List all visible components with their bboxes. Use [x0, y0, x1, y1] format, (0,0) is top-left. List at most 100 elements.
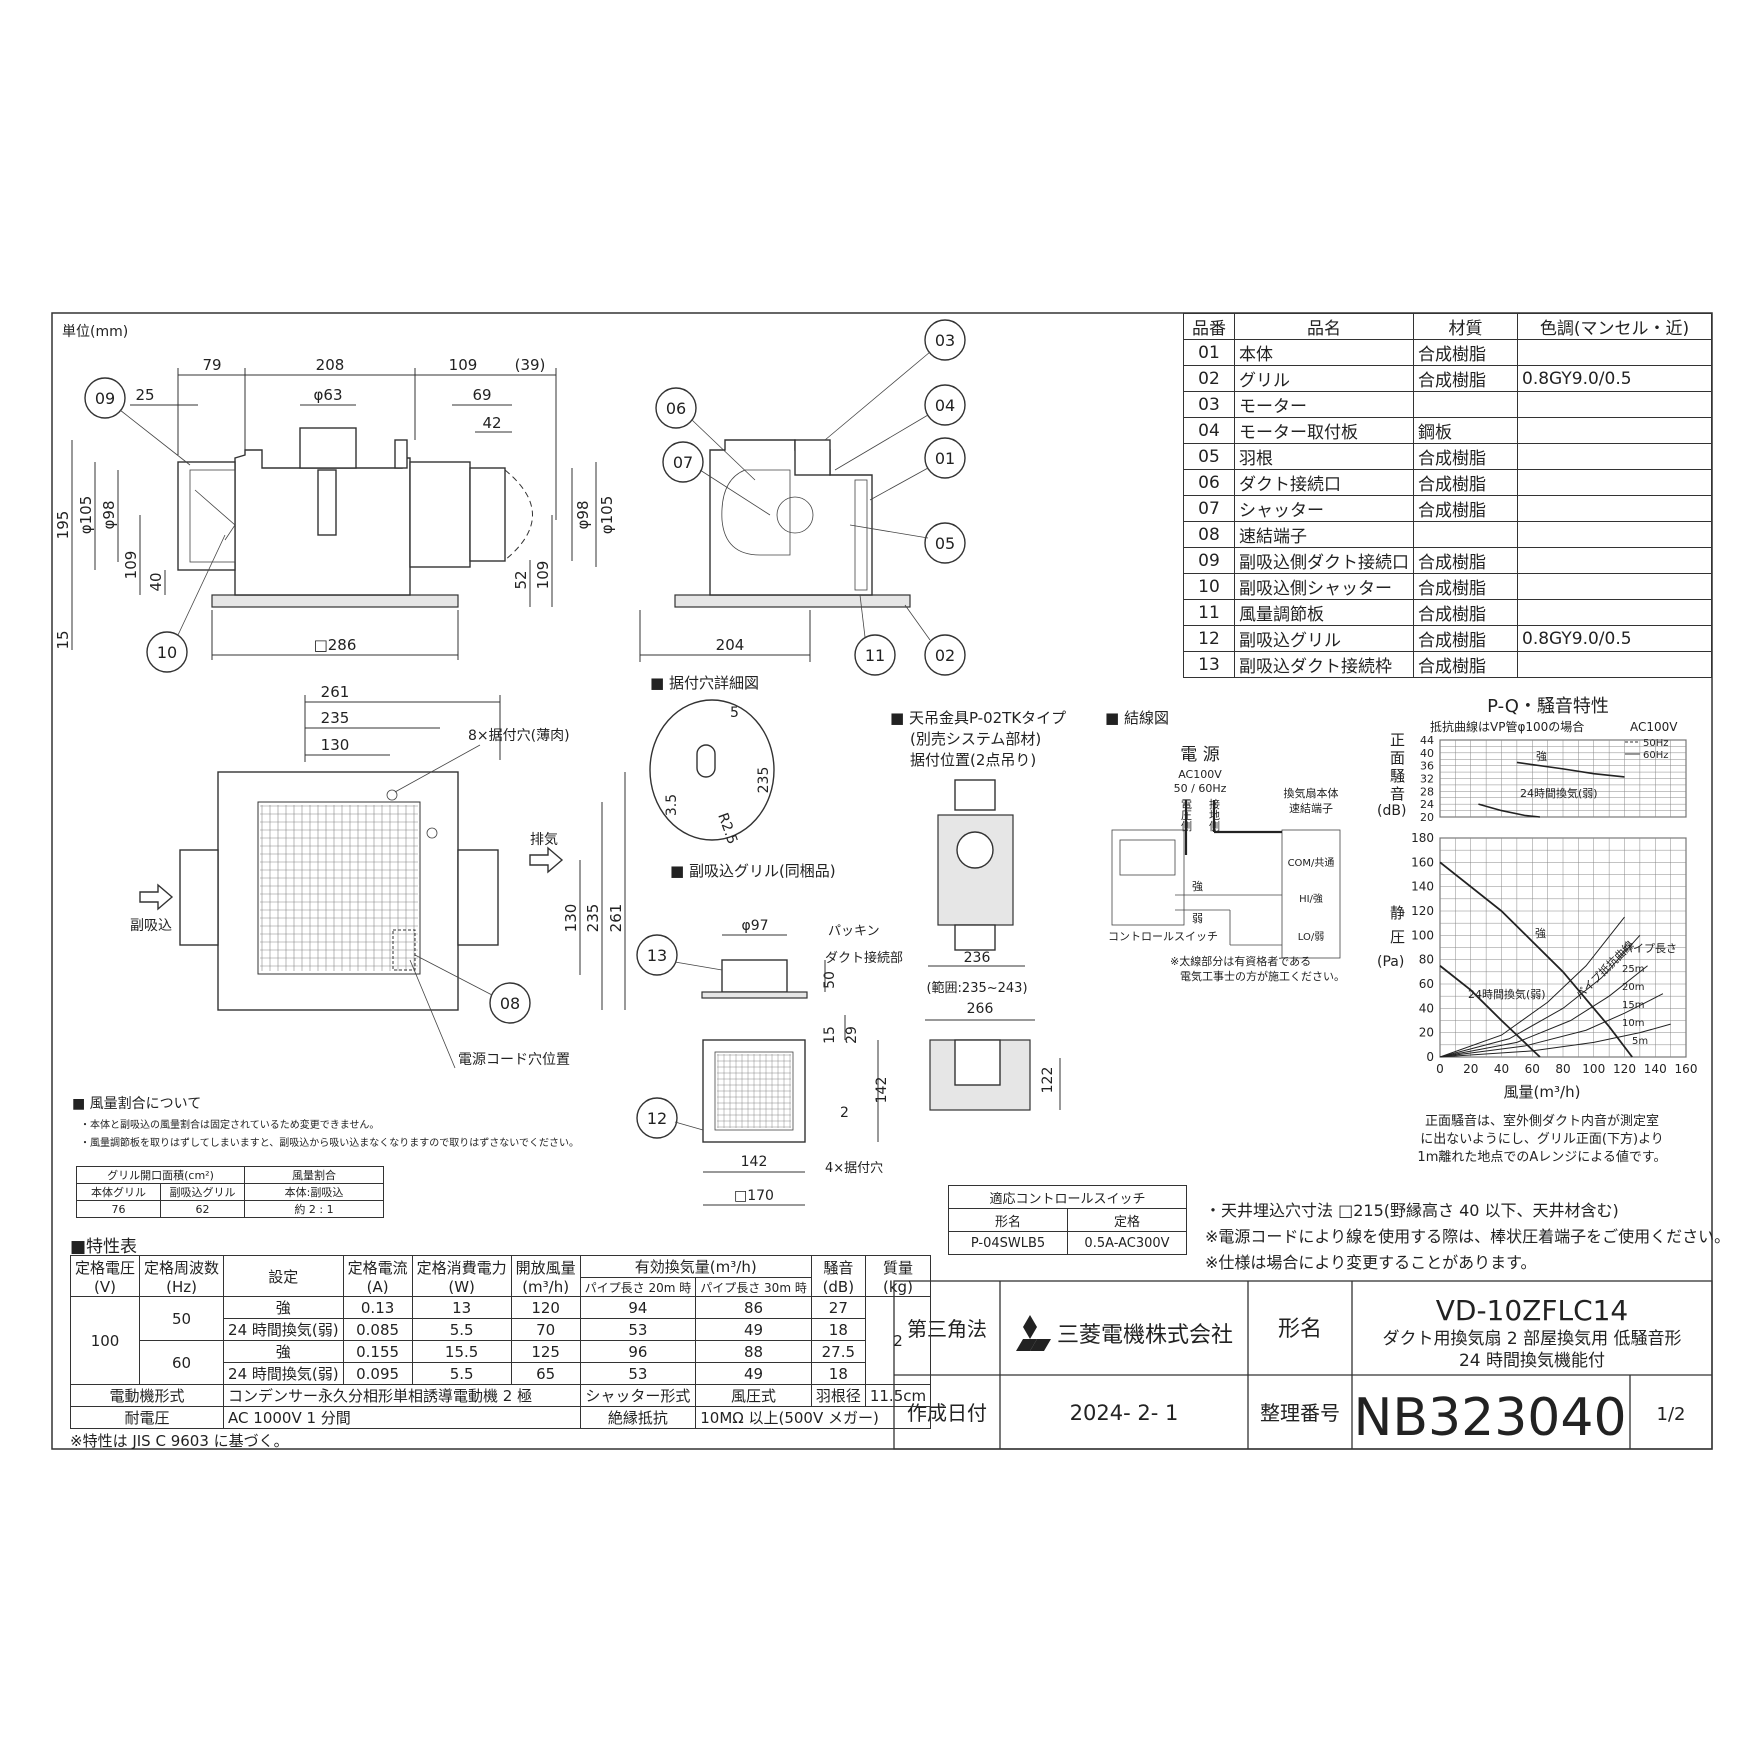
sg-170: □170: [734, 1188, 774, 1204]
parts-material: [1413, 391, 1518, 418]
parts-color: [1517, 469, 1712, 496]
spec-h-freq: 定格周波数(Hz): [139, 1255, 225, 1297]
parts-name: モーター取付板: [1234, 417, 1414, 444]
x-tick: 40: [1494, 1062, 1509, 1076]
noise-ylabel-1: 正: [1390, 731, 1405, 749]
front-shaft: [317, 469, 337, 536]
wiring-weak: 弱: [1192, 912, 1203, 925]
parts-name: ダクト接続口: [1234, 469, 1414, 496]
fr-sub3: 本体:副吸込: [244, 1183, 384, 1201]
fr-v3: 約 2 : 1: [244, 1200, 384, 1218]
wiring-switch-box: [1111, 829, 1185, 926]
parts-name: 羽根: [1234, 443, 1414, 470]
parts-name: 速結端子: [1234, 521, 1414, 548]
note-2: ※電源コードにより線を使用する際は、棒状圧着端子をご使用ください。: [1205, 1227, 1730, 1246]
spec-r1-open: 70: [510, 1318, 581, 1341]
wiring-terminal: 速結端子: [1289, 801, 1333, 815]
pq-strong-label: 強: [1535, 927, 1546, 940]
pq-series-3: [1439, 934, 1641, 1058]
callout-11: 11: [865, 646, 885, 665]
fr-col2: 風量割合: [244, 1166, 384, 1184]
pipe-20m: 20m: [1622, 982, 1644, 993]
sg-grille-mesh: [717, 1054, 791, 1128]
plan-dim-261: 261: [321, 683, 350, 701]
wiring-power: 電 源: [1180, 745, 1219, 765]
parts-no: 03: [1183, 391, 1235, 418]
dim-phi105-left: φ105: [77, 496, 95, 535]
spec-blade-l: 羽根径: [810, 1384, 866, 1407]
side-flange: [674, 594, 911, 608]
date-value: 2024- 2- 1: [1070, 1401, 1179, 1425]
fr-sub2: 副吸込グリル: [160, 1183, 245, 1201]
sg-4holes: 4×据付穴: [825, 1161, 883, 1176]
noise-tick: 28: [1420, 785, 1434, 798]
front-motor: [299, 427, 357, 469]
spec-r1-w: 5.5: [411, 1318, 512, 1341]
spec-r3-p30: 49: [695, 1362, 812, 1385]
pipe-5m: 5m: [1632, 1036, 1648, 1047]
pq-series-0: [1439, 861, 1633, 1058]
spec-hz-50: 50: [139, 1296, 225, 1341]
switch-h1: 形名: [948, 1208, 1068, 1232]
wiring-power-spec1: AC100V: [1178, 768, 1222, 781]
pq-series-2: [1439, 916, 1625, 1058]
dim-phi63: φ63: [314, 386, 343, 404]
mount-detail-title: ■ 据付穴詳細図: [650, 674, 759, 692]
sg-142-h: 142: [741, 1154, 768, 1170]
leader-10: [177, 534, 226, 636]
pq-chart: P-Q・騒音特性 抵抗曲線はVP管φ100の場合 AC100V 50Hz 60H…: [1377, 696, 1697, 1165]
plan-grille-mesh: [260, 805, 418, 971]
sg-50: 50: [822, 971, 838, 989]
parts-name: 副吸込グリル: [1234, 625, 1414, 652]
spec-r0-w: 13: [411, 1296, 512, 1319]
callout-01: 01: [935, 449, 955, 468]
parts-color: [1517, 651, 1712, 678]
spec-motor-l: 電動機形式: [69, 1384, 225, 1407]
noise-ylabel-4: 音: [1390, 785, 1405, 803]
parts-name: 風量調節板: [1234, 599, 1414, 626]
cm-sub2: 据付位置(2点吊り): [910, 751, 1036, 769]
spec-r2-a: 0.155: [342, 1340, 413, 1363]
model-label: 形名: [1278, 1317, 1322, 1342]
pressure-ylabel-1: 静: [1390, 904, 1405, 922]
x-tick: 0: [1436, 1062, 1444, 1076]
spec-h-current: 定格電流(A): [342, 1255, 413, 1297]
spec-h-p20: パイプ長さ 20m 時: [579, 1277, 697, 1297]
pipe-25m: 25m: [1622, 964, 1644, 975]
sg-duct-part: ダクト接続部: [825, 950, 903, 966]
noise-tick: 32: [1420, 773, 1434, 786]
spec-blade-v: 11.5cm: [864, 1384, 932, 1407]
doc-number: NB323040: [1353, 1388, 1626, 1448]
right-duct: [409, 461, 471, 568]
parts-no: 04: [1183, 417, 1235, 444]
noise-tick: 24: [1420, 798, 1434, 811]
plan-exhaust-label: 排気: [530, 832, 558, 848]
pq-series-5: [1439, 993, 1664, 1058]
callout-13: [636, 934, 678, 976]
parts-material: 鋼板: [1413, 417, 1518, 444]
pressure-tick: 180: [1411, 831, 1434, 845]
spec-r1-set: 24 時間換気(弱): [223, 1318, 344, 1341]
pipe-15m: 15m: [1622, 1000, 1644, 1011]
pressure-tick: 100: [1411, 928, 1434, 942]
cm-dim-236: 236: [964, 950, 991, 966]
parts-no: 02: [1183, 365, 1235, 392]
spec-r0-open: 120: [510, 1296, 581, 1319]
parts-color: [1517, 573, 1712, 600]
parts-color: [1517, 339, 1712, 366]
parts-name: 副吸込ダクト接続枠: [1234, 651, 1414, 678]
pressure-tick: 140: [1411, 880, 1434, 894]
spec-h-mass: 質量(kg): [864, 1255, 932, 1297]
parts-h-name: 品名: [1234, 313, 1414, 340]
spec-r2-db: 27.5: [810, 1340, 866, 1363]
callout-10-label: 10: [157, 643, 177, 662]
front-dim-lines: [71, 368, 597, 660]
